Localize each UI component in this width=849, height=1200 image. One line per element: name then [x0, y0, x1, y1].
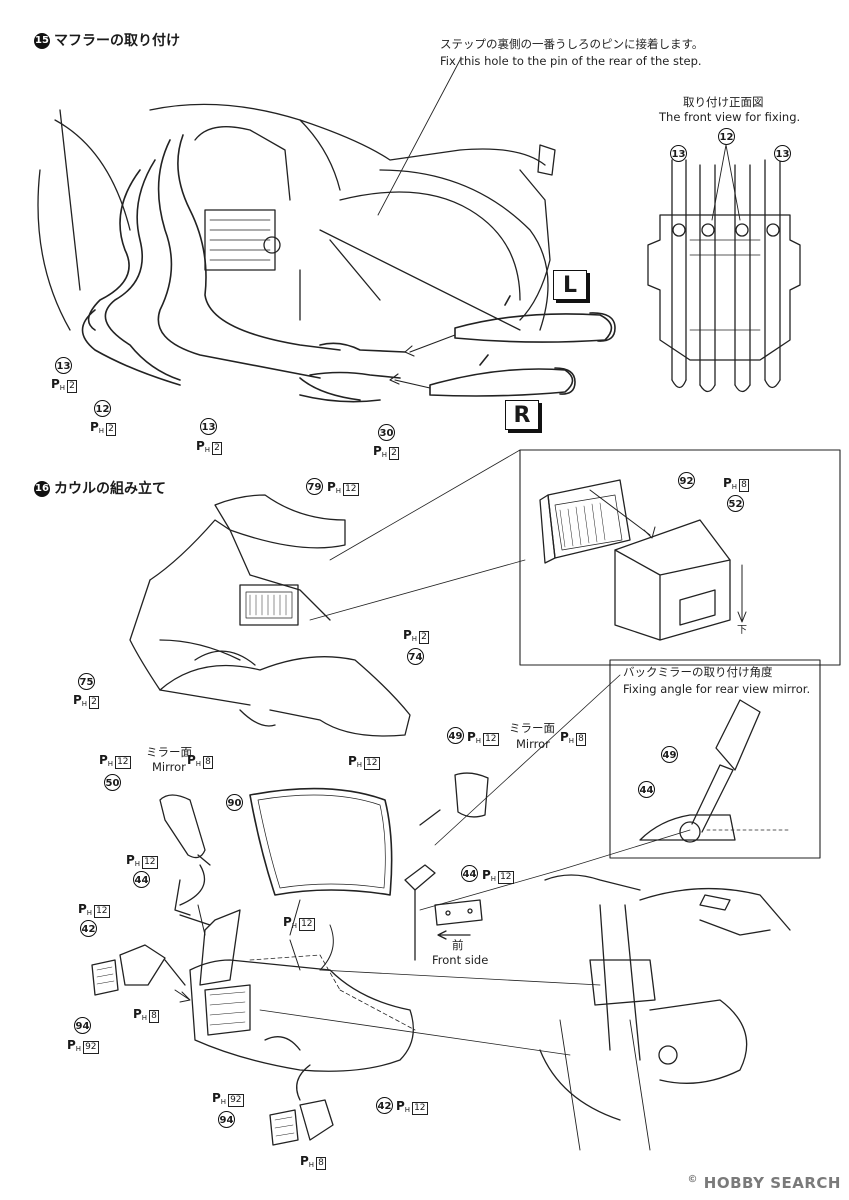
mirror-angle-label-ja: バックミラーの取り付け角度 [623, 665, 773, 679]
left-side-marker: L [553, 270, 587, 300]
motorcycle-side-drawing [37, 59, 556, 331]
part-callout-49: 49 [447, 727, 464, 744]
step-15-title: マフラーの取り付け [54, 33, 180, 49]
part-callout-42: 42 [376, 1097, 393, 1114]
front-label-ja: 前 [452, 938, 464, 952]
motorcycle-front-drawing [539, 874, 791, 1151]
mirror-parts [159, 772, 489, 961]
right-side-marker: R [505, 400, 539, 430]
exhaust-pipes [81, 134, 616, 403]
mirror-face-label-en: Mirror [516, 737, 550, 751]
part-callout-13: 13 [670, 145, 687, 162]
part-callout-49: 49 [661, 746, 678, 763]
watermark-logo: © HOBBY SEARCH [687, 1174, 841, 1192]
part-callout-13: 13 [200, 418, 217, 435]
part-callout-44: 44 [638, 781, 655, 798]
part-callout-12: 12 [94, 400, 111, 417]
turn-signal-parts [91, 944, 334, 1146]
step-number-badge: 16 [34, 481, 50, 497]
front-view-label-ja: 取り付け正面図 [683, 95, 764, 109]
part-callout-12: 12 [718, 128, 735, 145]
arrows-step16 [174, 899, 334, 1003]
step-16-title: カウルの組み立て [54, 481, 166, 497]
part-callout-13: 13 [774, 145, 791, 162]
part-callout-44: 44 [461, 865, 478, 882]
upper-cowl-drawing [129, 449, 526, 737]
front-label-en: Front side [432, 953, 489, 967]
part-callout-44: 44 [133, 871, 150, 888]
front-view-label-en: The front view for fixing. [659, 110, 801, 124]
mirror-face-label-en: Mirror [152, 760, 186, 774]
part-callout-94: 94 [218, 1111, 235, 1128]
step-number-badge: 15 [34, 33, 50, 49]
mirror-angle-detail [419, 659, 821, 911]
mirror-face-label-ja: ミラー面 [146, 745, 192, 759]
front-view-drawing [647, 144, 801, 393]
part-callout-52: 52 [727, 495, 744, 512]
part-callout-30: 30 [378, 424, 395, 441]
down-label: 下 [737, 625, 747, 636]
step15-note-ja: ステップの裏側の一番うしろのピンに接着します。 [440, 37, 704, 51]
part-callout-74: 74 [407, 648, 424, 665]
part-callout-94: 94 [74, 1017, 91, 1034]
part-callout-92: 92 [678, 472, 695, 489]
part-callout-13: 13 [55, 357, 72, 374]
arrows-step15 [389, 334, 456, 389]
part-callout-79: 79 [306, 478, 323, 495]
part-callout-90: 90 [226, 794, 243, 811]
part-callout-75: 75 [78, 673, 95, 690]
lower-cowl-assembly [189, 787, 601, 1072]
mirror-angle-label-en: Fixing angle for rear view mirror. [623, 682, 811, 696]
mirror-face-label-ja: ミラー面 [509, 721, 555, 735]
headlight-detail-box [519, 449, 841, 666]
part-callout-50: 50 [104, 774, 121, 791]
part-callout-42: 42 [80, 920, 97, 937]
front-side-bracket [434, 899, 483, 940]
step15-note-en: Fix this hole to the pin of the rear of … [440, 54, 702, 68]
